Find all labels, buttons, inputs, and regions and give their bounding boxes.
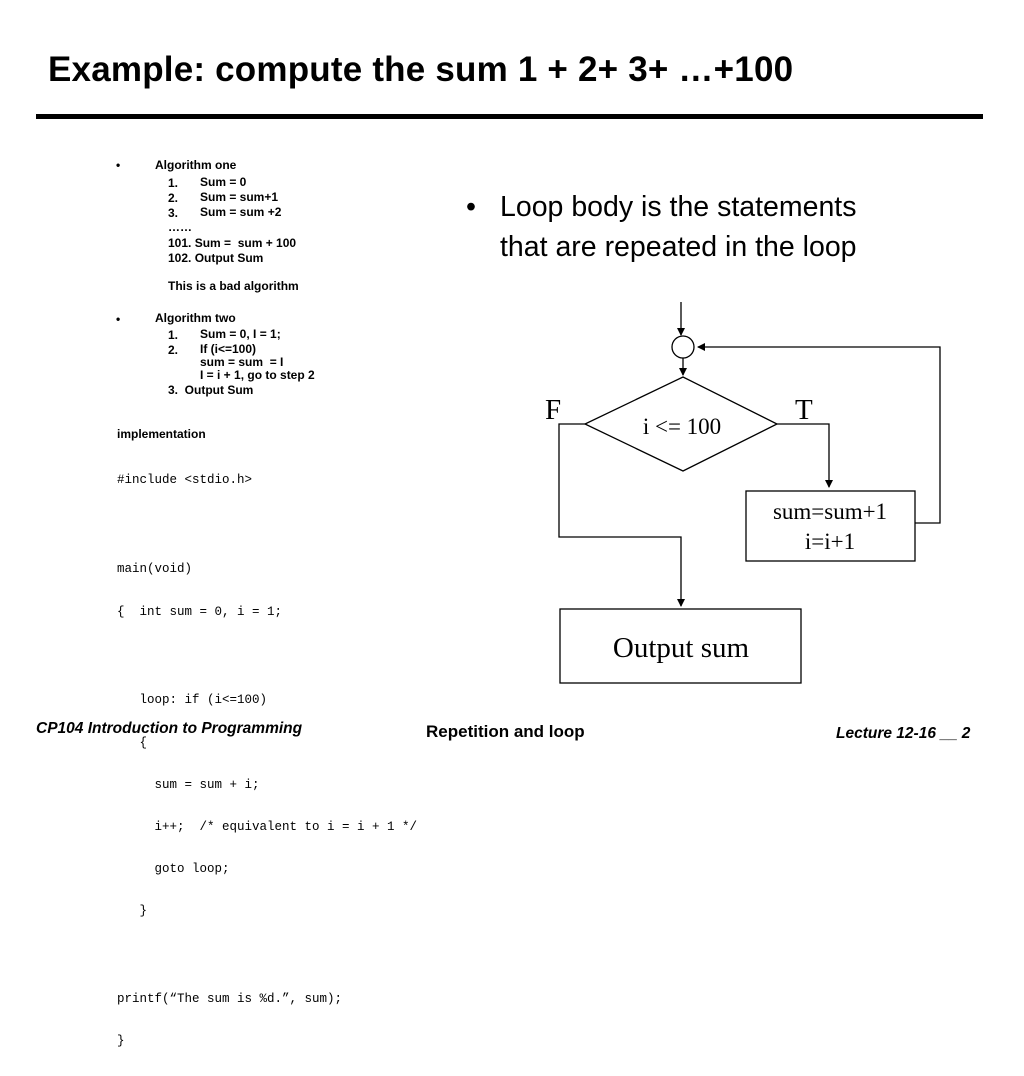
false-label: F bbox=[545, 394, 561, 426]
bullet-algorithm-one: • bbox=[116, 158, 121, 172]
bullet-loop-body: • bbox=[466, 191, 476, 223]
algo2-step2-line2: sum = sum = I bbox=[200, 355, 284, 369]
loop-body-line2: that are repeated in the loop bbox=[500, 231, 857, 263]
algo2-step3: 3. Output Sum bbox=[168, 383, 254, 397]
algorithm-one-heading: Algorithm one bbox=[155, 158, 237, 172]
code-line: { bbox=[117, 736, 148, 750]
algo1-step1-text: Sum = 0 bbox=[200, 175, 247, 189]
output-box bbox=[559, 608, 802, 684]
algo1-step3-num: 3. bbox=[168, 206, 179, 220]
algo1-step2-text: Sum = sum+1 bbox=[200, 190, 279, 204]
code-line: goto loop; bbox=[117, 862, 230, 876]
code-line: sum = sum + i; bbox=[117, 778, 260, 792]
bullet-algorithm-two: • bbox=[116, 312, 121, 326]
code-line bbox=[117, 647, 417, 653]
algo1-note: This is a bad algorithm bbox=[168, 279, 299, 293]
loop-body-line1: Loop body is the statements bbox=[500, 191, 857, 223]
output-label: Output sum bbox=[613, 632, 750, 664]
loop-body-text: Loop body is the statements that are rep… bbox=[500, 187, 857, 267]
algo2-step2-line3: I = i + 1, go to step 2 bbox=[200, 368, 315, 382]
algo2-step2-line1: If (i<=100) bbox=[200, 342, 257, 356]
algo1-step102: 102. Output Sum bbox=[168, 251, 264, 265]
algo1-step3-text: Sum = sum +2 bbox=[200, 205, 282, 219]
code-line: { int sum = 0, i = 1; bbox=[117, 605, 283, 619]
footer-course: CP104 Introduction to Programming bbox=[36, 720, 303, 737]
algo1-ellipsis: …… bbox=[168, 220, 192, 234]
false-branch-arrow bbox=[558, 423, 685, 607]
loop-body-line-sum: sum=sum+1 bbox=[773, 499, 887, 524]
algo2-step1-num: 1. bbox=[168, 328, 179, 342]
true-branch-arrow bbox=[777, 423, 833, 488]
footer-topic: Repetition and loop bbox=[426, 722, 585, 741]
loop-back-arrow bbox=[697, 343, 941, 524]
algorithm-two-heading: Algorithm two bbox=[155, 311, 236, 325]
code-line: #include <stdio.h> bbox=[117, 473, 253, 487]
implementation-heading: implementation bbox=[117, 427, 206, 441]
left-column: • Algorithm one 1. Sum = 0 2. Sum = sum+… bbox=[0, 0, 470, 1048]
algo1-step101: 101. Sum = sum + 100 bbox=[168, 236, 297, 250]
algo2-step1-text: Sum = 0, I = 1; bbox=[200, 327, 281, 341]
algo1-step2-num: 2. bbox=[168, 191, 179, 205]
footer-lecture: Lecture 12-16 __ 2 bbox=[836, 725, 971, 742]
code-block: #include <stdio.h> main(void) { int sum … bbox=[117, 445, 417, 1076]
loop-body-line-i: i=i+1 bbox=[805, 529, 855, 554]
condition-label: i <= 100 bbox=[643, 414, 721, 439]
code-line: main(void) bbox=[117, 562, 193, 576]
slide-title: Example: compute the sum 1 + 2+ 3+ …+100 bbox=[48, 50, 794, 89]
code-line: loop: if (i<=100) bbox=[117, 693, 268, 707]
code-line: i++; /* equivalent to i = i + 1 */ bbox=[117, 820, 418, 834]
loop-body-box bbox=[745, 490, 916, 562]
junction-circle bbox=[671, 335, 695, 359]
algo1-step1-num: 1. bbox=[168, 176, 179, 190]
loop-flowchart: i <= 100 F T sum=sum+1 i=i+1 Output sum bbox=[545, 302, 941, 684]
title-rule bbox=[36, 114, 983, 119]
code-line bbox=[117, 515, 417, 521]
code-line: } bbox=[117, 904, 148, 918]
condition-diamond bbox=[583, 376, 779, 472]
code-line: printf(“The sum is %d.”, sum); bbox=[117, 992, 343, 1006]
code-line bbox=[117, 946, 417, 952]
algo2-step2-num: 2. bbox=[168, 343, 179, 357]
code-line: } bbox=[117, 1034, 125, 1048]
true-label: T bbox=[795, 394, 813, 426]
